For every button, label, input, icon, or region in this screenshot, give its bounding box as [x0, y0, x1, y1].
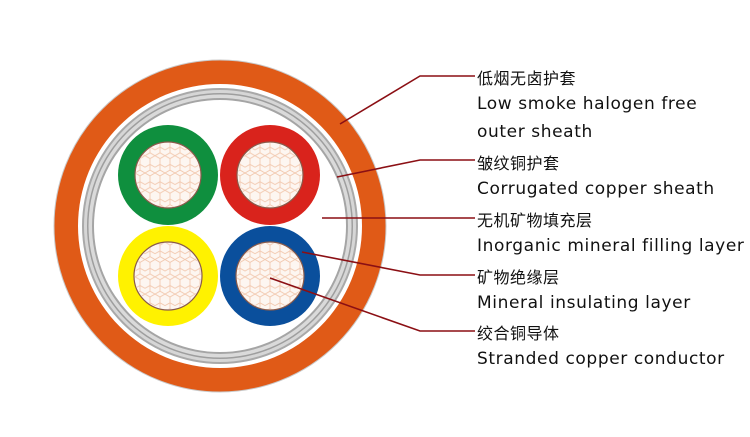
label-outer-sheath-zh: 低烟无卤护套	[477, 69, 577, 88]
corrugated-copper-sheath	[82, 88, 358, 364]
core-blue	[220, 226, 320, 326]
label-filling-en: Inorganic mineral filling layer	[477, 236, 745, 256]
label-filling-zh: 无机矿物填充层	[477, 211, 593, 230]
label-insulation-en: Mineral insulating layer	[477, 293, 691, 313]
leader-line-outer-sheath	[339, 75, 475, 125]
leader-line-conductor	[269, 277, 475, 332]
label-conductor-zh: 绞合铜导体	[477, 324, 560, 343]
core-green	[118, 125, 218, 225]
label-conductor-en: Stranded copper conductor	[477, 349, 725, 369]
core-yellow	[118, 226, 218, 326]
leader-line-copper-sheath	[336, 159, 475, 178]
label-outer-sheath-en2: outer sheath	[477, 122, 593, 142]
label-outer-sheath-en: Low smoke halogen free	[477, 94, 698, 114]
label-copper-sheath-en: Corrugated copper sheath	[477, 179, 715, 199]
core-red	[220, 125, 320, 225]
leader-line-insulation	[301, 251, 475, 276]
label-insulation-zh: 矿物绝缘层	[477, 268, 560, 287]
label-copper-sheath-zh: 皱纹铜护套	[477, 154, 560, 173]
